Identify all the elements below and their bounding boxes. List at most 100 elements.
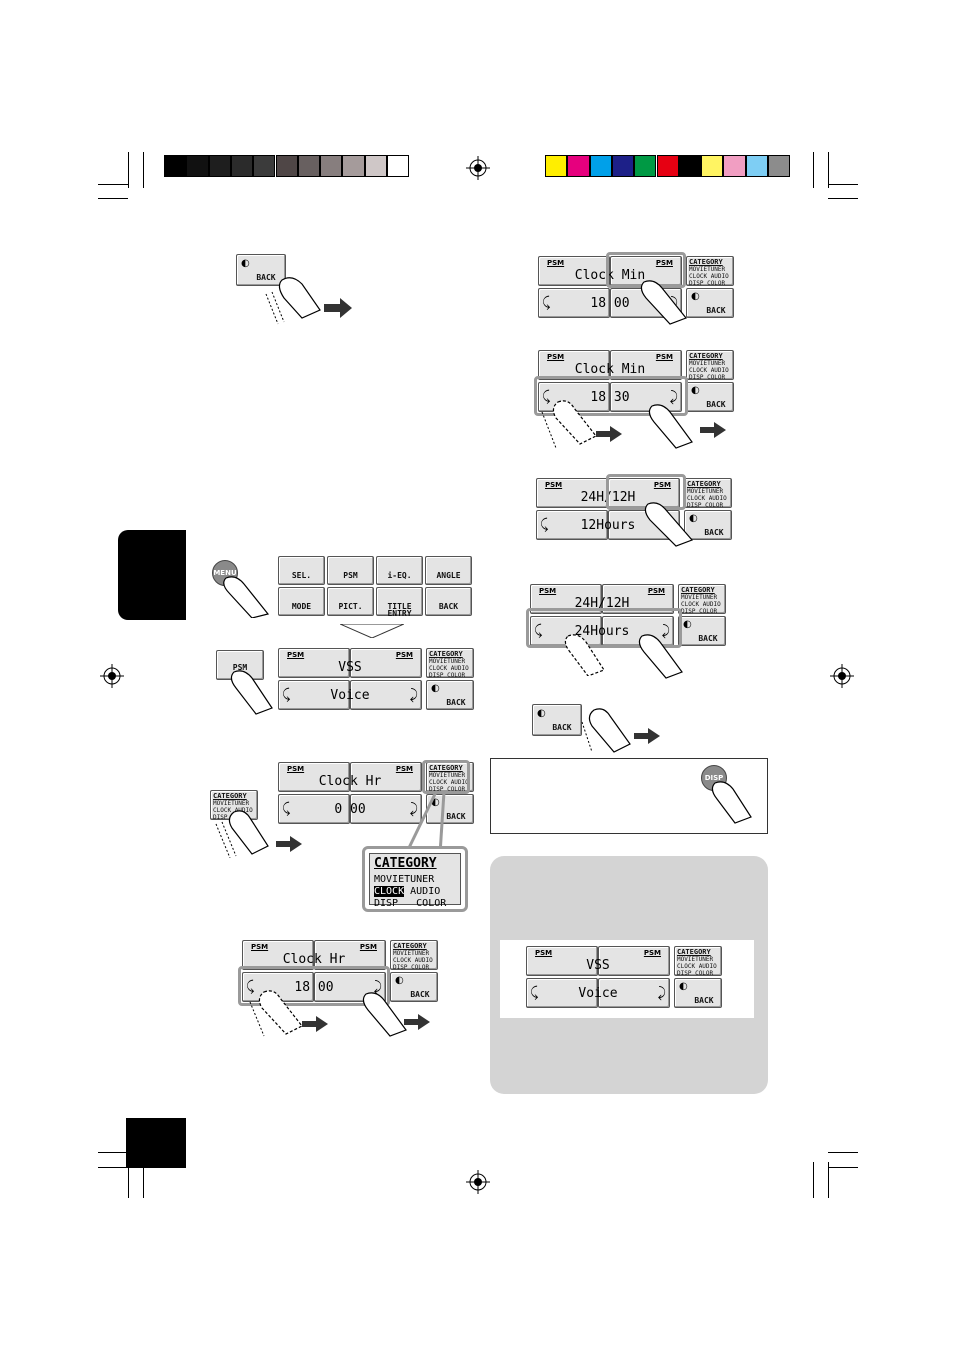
lcd-bottom-half[interactable]: ⤹ [538,288,610,318]
menu-item[interactable]: BACK [425,587,472,616]
joystick-icon: ◐ [241,258,250,269]
back-label: BACK [446,812,466,821]
menu-item[interactable]: TITLE ENTRY [376,587,423,618]
finger-icon [644,502,694,547]
back-button[interactable]: ◐BACK [674,978,722,1008]
lcd-top-half[interactable]: PSM [608,478,680,508]
menu-item[interactable]: i-EQ. [376,556,423,585]
back-button[interactable]: ◐BACK [426,680,474,710]
color-swatch [768,155,791,177]
lcd-top-half[interactable]: PSM [598,946,670,976]
color-swatch [567,155,590,177]
cat-movie: MOVIE [687,488,706,495]
highlight-frame [526,608,682,648]
lcd-bottom-half[interactable]: ⤸ [610,382,682,412]
finger-icon [648,404,693,449]
lcd-top-half[interactable]: PSM [278,648,350,678]
back-label: BACK [698,634,718,643]
cat-disp: DISP [213,814,228,821]
crop-mark [98,198,128,199]
lcd-bottom-half[interactable]: ⤸ [350,794,422,824]
cat-disp: DISP [677,970,692,977]
curved-arrow-left-icon: ⤹ [246,979,255,995]
zoom-movie: MOVIE [374,874,405,885]
lcd-top-half[interactable]: PSM [610,350,682,380]
lcd-top-half[interactable]: PSM [538,256,610,286]
back-button[interactable]: ◐ BACK [532,704,582,736]
lcd-top-text: Clock Min [574,268,646,283]
disp-note-box: DISP [490,758,768,834]
lcd-top-half[interactable]: PSM [536,478,608,508]
crop-mark [813,152,814,188]
lcd-bottom-half[interactable]: ⤹ [278,680,350,710]
lcd-top-half[interactable]: PSM [538,350,610,380]
category-title: CATEGORY [689,352,723,360]
cat-movie: MOVIE [429,658,448,665]
back-button[interactable]: ◐BACK [684,510,732,540]
lcd-bottom-text: 0 00 [334,802,366,817]
cat-movie: MOVIE [677,956,696,963]
lcd-bottom-text: 24Hours [574,624,630,639]
lcd-bottom-half[interactable]: ⤸ [350,680,422,710]
back-button[interactable]: ◐ BACK [236,254,286,286]
registration-target [466,156,490,180]
joystick-icon: ◐ [679,981,688,992]
lcd-bottom-half[interactable]: ⤸ [598,978,670,1008]
psm-tag: PSM [547,353,565,361]
crop-mark [98,1167,128,1168]
menu-item[interactable]: ANGLE [425,556,472,585]
lcd-top-half[interactable]: PSM [278,762,350,792]
curved-arrow-right-icon: ⤸ [669,389,678,405]
back-label: BACK [706,306,726,315]
lcd-top-half[interactable]: PSM [242,940,314,970]
lcd-bottom-text: 18 00 [294,980,334,995]
back-button[interactable]: ◐ BACK [686,288,734,318]
joystick-icon: ◐ [691,291,700,302]
crop-mark [828,1167,858,1168]
lcd-top-half[interactable]: PSM [350,648,422,678]
finger-icon [265,277,321,325]
psm-tag: PSM [535,949,553,957]
lcd-bottom-half[interactable]: ⤹ [536,510,608,540]
back-button[interactable]: ◐BACK [678,616,726,646]
lcd-bottom-half[interactable]: ⤹ [538,382,610,412]
lcd-top-half[interactable]: PSM [350,762,422,792]
menu-item[interactable]: MODE [278,587,325,616]
lcd-top-half[interactable]: PSM [526,946,598,976]
cat-audio: AUDIO [698,963,717,970]
curved-arrow-right-icon: ⤸ [409,801,418,817]
cat-audio: AUDIO [234,807,253,814]
lcd-top-half[interactable]: PSM [314,940,386,970]
lcd-bottom-half[interactable]: ⤹ [278,794,350,824]
menu-item[interactable]: SEL. [278,556,325,585]
back-button[interactable]: ◐BACK [686,382,734,412]
lcd-bottom-text: Voice [578,986,618,1001]
psm-tag: PSM [647,587,665,595]
crop-mark [813,1162,814,1198]
menu-item[interactable]: PICT. [327,587,374,616]
lcd-bottom-half[interactable]: ⤹ [526,978,598,1008]
cat-tuner: TUNER [695,956,714,963]
color-swatch [723,155,746,177]
color-swatch [745,155,768,177]
psm-tag: PSM [251,943,269,951]
cat-audio: AUDIO [702,601,721,608]
gray-swatch [230,155,254,177]
cat-audio: AUDIO [414,957,433,964]
back-button[interactable]: ◐BACK [390,972,438,1002]
cat-tuner: TUNER [447,658,466,665]
menu-item[interactable]: PSM [327,556,374,585]
right-arrow-icon [302,1016,328,1032]
crop-mark [143,152,144,188]
